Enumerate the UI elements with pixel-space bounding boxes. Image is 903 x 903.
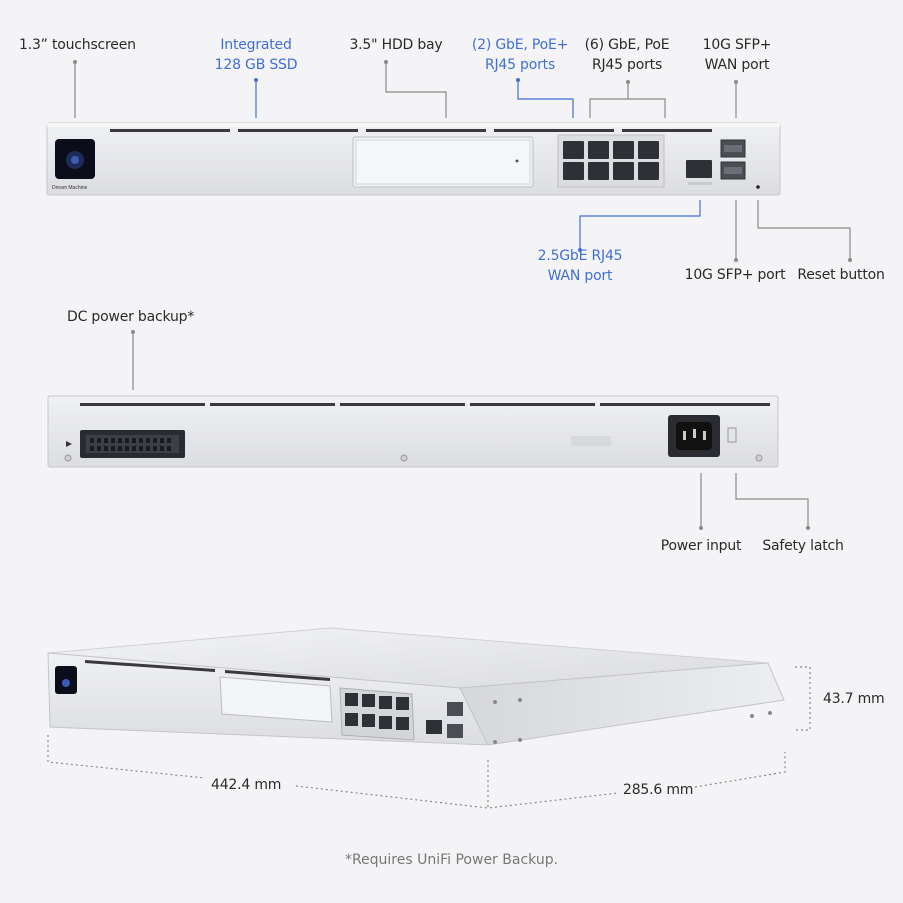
rear-view	[47, 395, 779, 468]
perspective-view	[47, 627, 785, 746]
label-dc-power: DC power backup*	[67, 309, 195, 325]
label-poe-ports: (6) GbE, PoE RJ45 ports	[585, 35, 670, 75]
label-sfp-port: 10G SFP+ port	[684, 267, 786, 283]
label-hdd-bay: 3.5" HDD bay	[349, 37, 443, 53]
label-sfp-wan-line2: WAN port	[704, 57, 770, 73]
power-inlet	[668, 415, 720, 457]
rj45-gbe-ports	[563, 141, 659, 180]
dimension-width: 442.4 mm	[211, 777, 282, 793]
label-touchscreen: 1.3” touchscreen	[19, 37, 136, 53]
label-poe-line1: (2) GbE, PoE+	[471, 37, 569, 53]
label-safety-latch: Safety latch	[762, 538, 844, 554]
label-gbe-line1: (6) GbE, PoE	[584, 37, 670, 53]
label-gbe-line2: RJ45 ports	[591, 57, 663, 73]
label-sfp-wan-line1: 10G SFP+	[702, 37, 772, 53]
label-ssd-line2: 128 GB SSD	[214, 57, 298, 73]
label-poe-line2: RJ45 ports	[484, 57, 556, 73]
safety-latch	[727, 427, 737, 443]
reset-button	[756, 185, 760, 189]
footnote: *Requires UniFi Power Backup.	[344, 852, 559, 868]
label-rj45-wan-line2: WAN port	[547, 268, 613, 284]
label-sfp-wan: 10G SFP+ WAN port	[703, 35, 772, 75]
label-ssd: Integrated 128 GB SSD	[215, 35, 298, 75]
blue-leader-lines	[255, 80, 701, 250]
brand-text: Dream Machine	[52, 185, 88, 191]
rj45-wan-port	[686, 160, 712, 178]
leader-lines	[47, 62, 851, 809]
label-reset-button: Reset button	[797, 267, 885, 283]
label-ssd-line1: Integrated	[220, 37, 292, 53]
label-power-input: Power input	[660, 538, 742, 554]
front-view: Dream Machine	[46, 122, 781, 196]
touchscreen-icon	[55, 139, 95, 179]
dc-power-connector	[80, 430, 185, 458]
label-rj45-wan: 2.5GbE RJ45 WAN port	[538, 246, 623, 286]
dimension-height: 43.7 mm	[823, 691, 885, 707]
label-poe-plus-ports: (2) GbE, PoE+ RJ45 ports	[472, 35, 568, 75]
label-rj45-wan-line1: 2.5GbE RJ45	[537, 248, 623, 264]
dimension-depth: 285.6 mm	[623, 782, 694, 798]
leader-dots	[73, 60, 852, 530]
